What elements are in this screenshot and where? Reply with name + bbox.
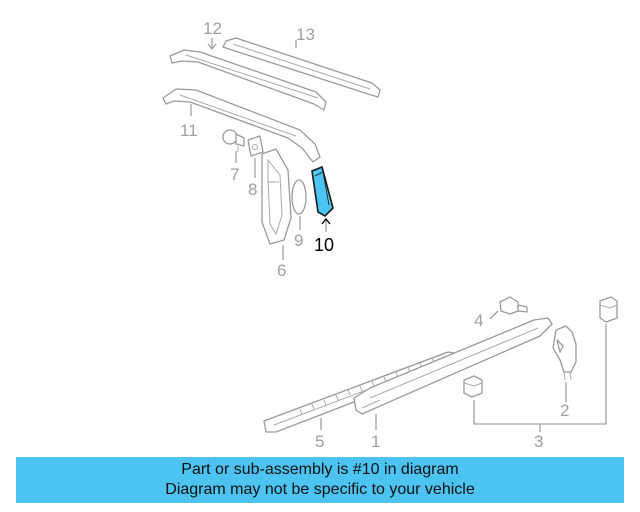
- callout-7: 7: [230, 165, 239, 184]
- part-3-clips: [463, 296, 618, 398]
- callout-12: 12: [203, 19, 222, 38]
- part-10-highlighted: [311, 165, 334, 217]
- part-7-clip: [222, 129, 245, 152]
- callout-10: 10: [314, 235, 334, 255]
- callout-11: 11: [180, 121, 198, 140]
- banner-line-disclaimer: Diagram may not be specific to your vehi…: [165, 481, 475, 498]
- callout-8: 8: [248, 180, 257, 199]
- callout-labels: 12 13 11 7 8 9 10 6 4 2 5 1 3: [180, 19, 569, 451]
- part-4-clip: [499, 296, 528, 315]
- callout-6: 6: [277, 261, 286, 280]
- callout-4: 4: [474, 311, 483, 330]
- info-banner: Part or sub-assembly is #10 in diagram D…: [16, 457, 624, 503]
- callout-3: 3: [534, 432, 543, 451]
- part-9-pad: [291, 179, 307, 215]
- part-13-roof-strip: [222, 37, 381, 98]
- part-1-sill-molding: [353, 317, 553, 415]
- part-12-roof-strip: [169, 49, 327, 111]
- part-6-pillar-trim: [261, 148, 292, 245]
- part-11-roof-molding: [162, 88, 321, 163]
- callout-13: 13: [296, 25, 315, 44]
- part-2-bracket: [552, 325, 577, 381]
- callout-9: 9: [294, 231, 303, 250]
- callout-2: 2: [560, 401, 569, 420]
- callout-5: 5: [315, 432, 324, 451]
- banner-line-part: Part or sub-assembly is #10 in diagram: [181, 461, 459, 478]
- callout-1: 1: [371, 432, 380, 451]
- part-8-fastener: [247, 135, 264, 157]
- leader-lines: [190, 38, 607, 432]
